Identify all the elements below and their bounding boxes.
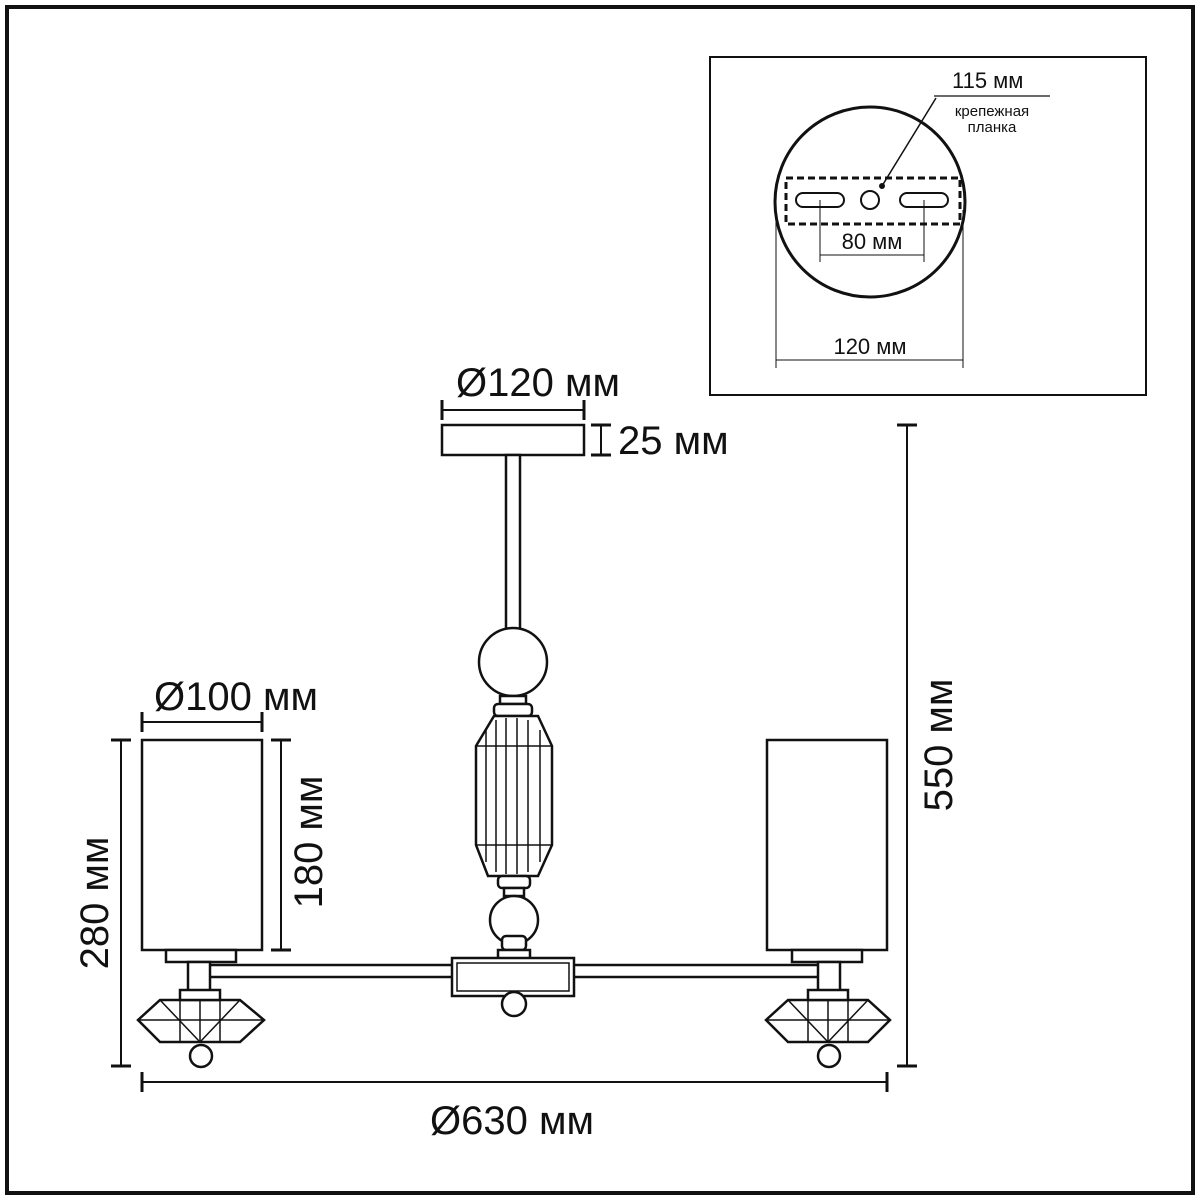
- mounting-bracket: [784, 176, 962, 226]
- right-finial: [816, 1043, 842, 1069]
- plate-dim-label: 120 мм: [833, 334, 906, 359]
- canopy-height-label: 25 мм: [618, 419, 729, 463]
- bracket-label-line1: крепежная: [955, 103, 1029, 120]
- upper-collar-2: [492, 702, 534, 718]
- shade-height-label: 180 мм: [287, 776, 331, 909]
- shade-diameter-label: Ø100 мм: [154, 675, 318, 719]
- left-lamp: [136, 738, 266, 1069]
- mounting-inset: 115 мм крепежная планка 80 мм 120 мм: [709, 56, 1147, 396]
- left-crystal-facets: [138, 999, 264, 1043]
- bracket-leader-dot: [879, 183, 885, 189]
- canopy: [440, 423, 586, 457]
- hole-spacing-label: 80 мм: [842, 229, 903, 254]
- lower-collar: [496, 874, 532, 890]
- dimension-lines: Ø120 мм 25 мм 550 мм Ø100 мм 180 мм 280 …: [73, 361, 961, 1143]
- chandelier-drawing: [136, 423, 892, 1069]
- right-shade-cap: [790, 948, 864, 964]
- canopy-diameter-label: Ø120 мм: [456, 361, 620, 405]
- bracket-center-hole: [860, 190, 880, 210]
- total-height-label: 550 мм: [917, 679, 961, 812]
- left-socket: [186, 960, 212, 994]
- mounting-plate-circle: [773, 105, 967, 299]
- left-crystal-top: [178, 988, 222, 1002]
- arm-height-label: 280 мм: [73, 837, 117, 970]
- bracket-label-line2: планка: [968, 119, 1017, 136]
- right-crystal-facets: [766, 999, 890, 1043]
- bracket-leader-line: [881, 97, 937, 187]
- right-shade: [765, 738, 889, 952]
- left-crystal: [136, 998, 266, 1044]
- left-shade-cap: [164, 948, 238, 964]
- left-finial: [188, 1043, 214, 1069]
- inset-frame: [709, 56, 1147, 396]
- right-lamp: [764, 738, 892, 1069]
- hub-finial: [500, 990, 528, 1018]
- right-socket: [816, 960, 842, 994]
- crystal-column: [474, 714, 554, 878]
- outer-frame: [5, 5, 1195, 1195]
- left-shade: [140, 738, 264, 952]
- upper-ball: [477, 626, 549, 698]
- stem-rod: [504, 453, 522, 635]
- hub-collar: [500, 934, 528, 952]
- right-crystal-top: [806, 988, 850, 1002]
- crystal-facets: [476, 718, 552, 874]
- central-hub: [450, 956, 576, 998]
- screw-spacing-label: 115 мм: [952, 68, 1023, 93]
- overall-diameter-label: Ø630 мм: [430, 1099, 594, 1143]
